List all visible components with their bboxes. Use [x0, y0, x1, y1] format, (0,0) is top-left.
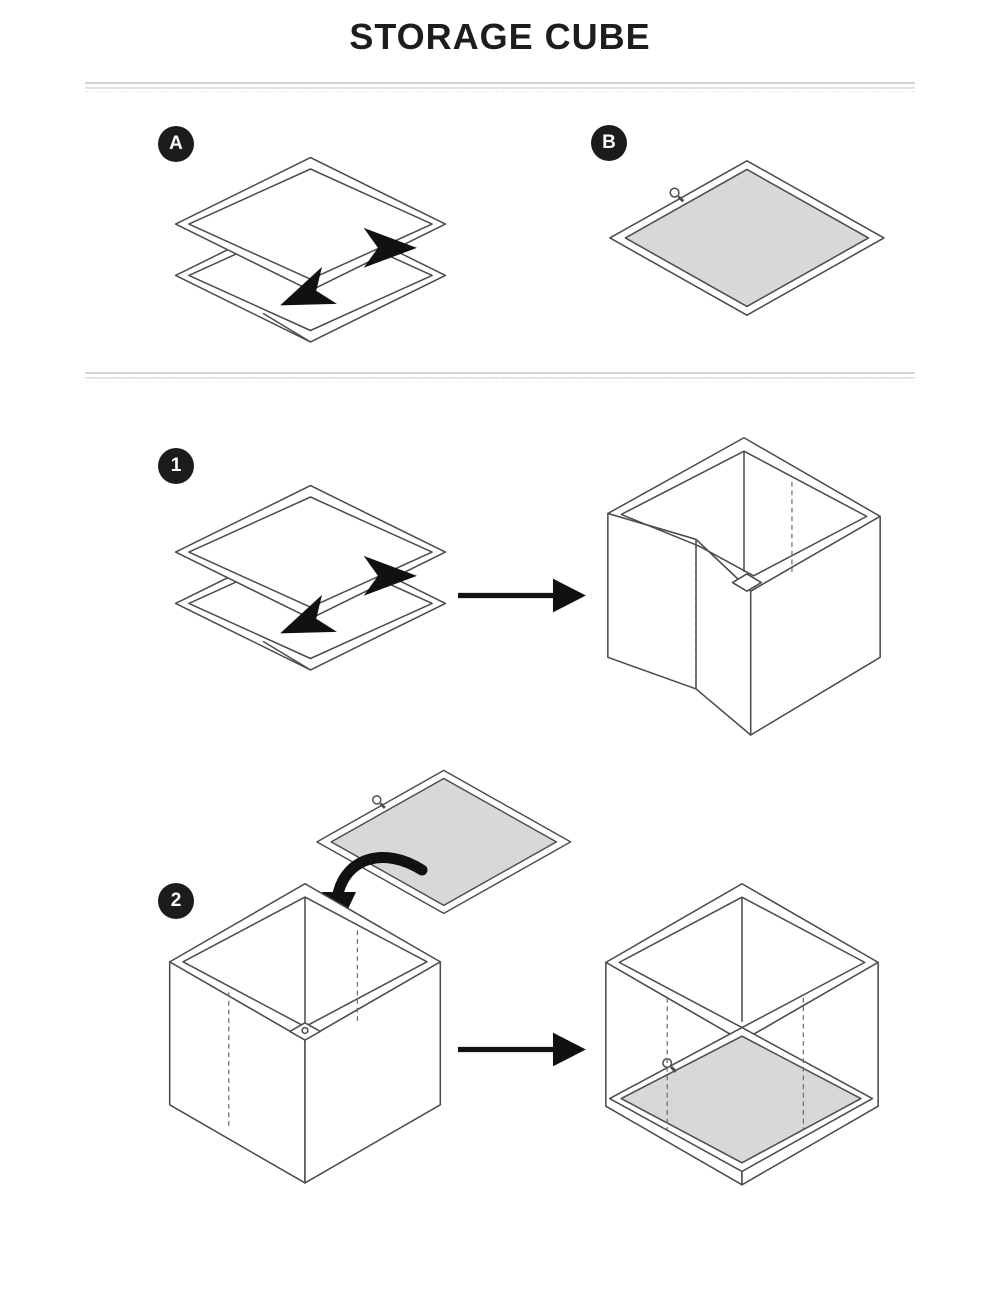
panel-tab: [669, 187, 680, 198]
step-arrow-icon: [458, 1032, 586, 1067]
part-b-label: B: [602, 132, 616, 153]
folded-flap: [695, 538, 752, 736]
finished-box-illustration: [605, 882, 879, 1186]
part-a-badge: A: [158, 126, 194, 162]
open-box: [168, 882, 442, 1184]
flat-pack-step1-illustration: [174, 484, 447, 671]
section-divider-middle: [85, 372, 915, 382]
step-2-badge: 2: [158, 883, 194, 919]
divider-line: [85, 372, 915, 374]
unfold-arrow-left-icon: [280, 266, 337, 306]
step-1-label: 1: [170, 455, 182, 476]
panel-tab: [372, 795, 382, 805]
step-1-badge: 1: [158, 448, 194, 484]
divider-line: [85, 87, 915, 89]
divider-line: [85, 381, 915, 382]
divider-line: [85, 82, 915, 84]
unfold-arrow-left-icon: [280, 594, 337, 634]
unfold-arrow-right-icon: [363, 555, 417, 596]
partially-open-box-illustration: [607, 436, 881, 736]
finished-box: [605, 882, 879, 1186]
unfold-arrow-right-icon: [363, 227, 417, 268]
open-box: [607, 436, 881, 736]
fold-crease: [262, 312, 311, 343]
divider-line: [85, 377, 915, 379]
open-box-illustration: [168, 882, 442, 1184]
part-b-badge: B: [591, 125, 627, 161]
section-divider-top: [85, 82, 915, 92]
base-panel-illustration: [609, 160, 885, 316]
base-panel: [316, 769, 572, 915]
page-title: STORAGE CUBE: [349, 16, 651, 57]
divider-line: [85, 91, 915, 92]
part-a-label: A: [169, 133, 183, 154]
base-panel-step2-illustration: [316, 769, 572, 915]
installed-base-panel: [608, 1026, 874, 1173]
floor-corner: [731, 573, 763, 592]
flat-pack-a-illustration: [174, 156, 447, 343]
right-face: [304, 961, 442, 1184]
fold-crease: [262, 640, 311, 671]
base-panel: [609, 160, 885, 316]
step-arrow-icon: [458, 578, 586, 613]
floor-tab-hole: [301, 1026, 309, 1035]
step-2-label: 2: [170, 890, 182, 911]
